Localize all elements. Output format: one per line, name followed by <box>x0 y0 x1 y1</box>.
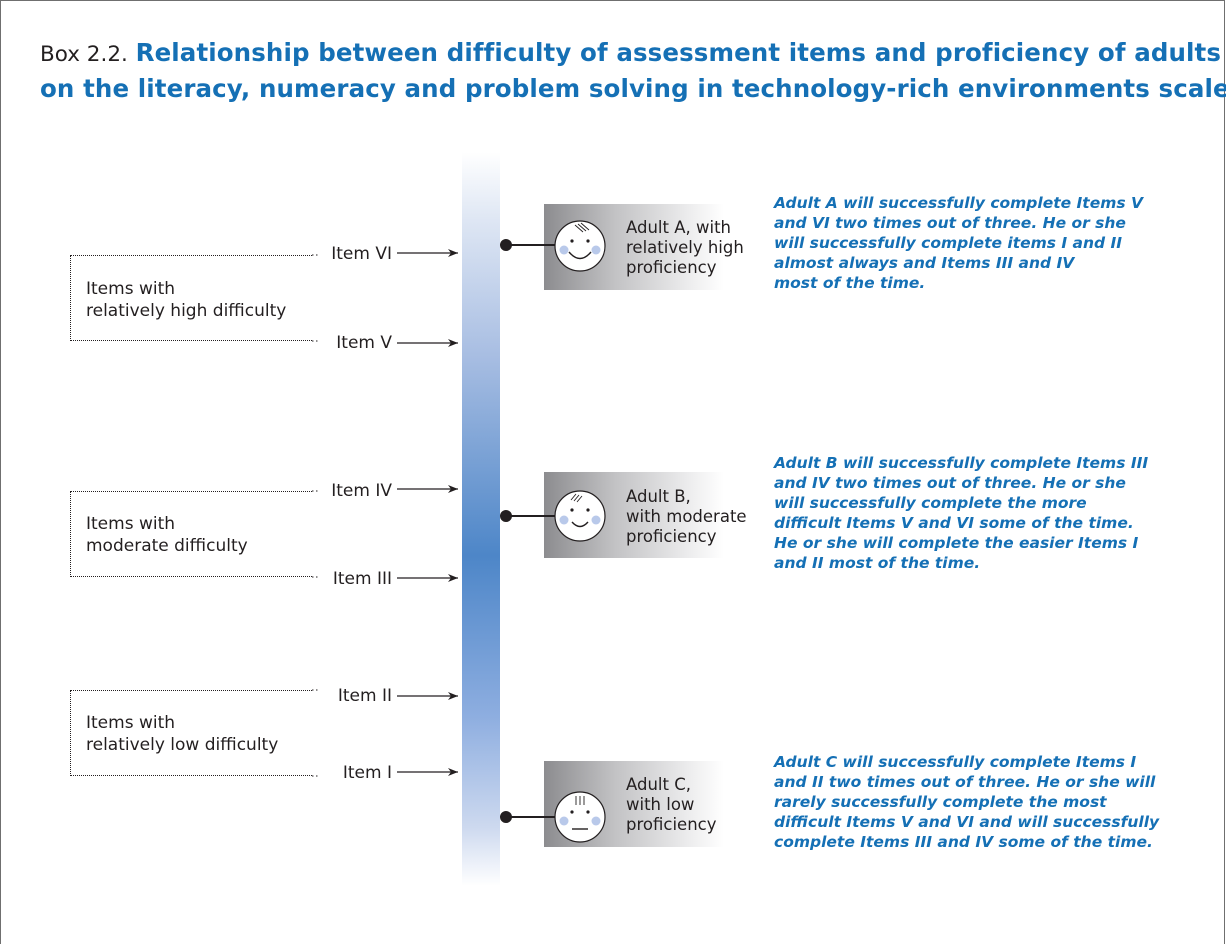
group-low-difficulty-label: Items with relatively low difficulty <box>86 713 279 755</box>
group-moderate-difficulty-bracket <box>70 491 312 577</box>
item-label-v: Item V <box>336 333 392 353</box>
proficiency-difficulty-scale <box>462 152 500 886</box>
group-low-difficulty-bracket <box>70 690 312 776</box>
item-label-vi: Item VI <box>331 244 392 264</box>
adult-a-happy-face-icon <box>554 220 606 272</box>
adult-c-label: Adult C, with low proficiency <box>626 775 717 834</box>
item-label-ii: Item II <box>337 686 392 706</box>
box-title: Box 2.2. Relationship between difficulty… <box>40 36 1226 106</box>
item-label-iii: Item III <box>332 569 392 589</box>
item-label-i: Item I <box>342 763 392 783</box>
adult-a-label: Adult A, with relatively high proficienc… <box>626 218 744 277</box>
title-line-2: on the literacy, numeracy and problem so… <box>40 74 1226 103</box>
group-high-difficulty-bracket <box>70 255 312 341</box>
adult-b-description: Adult B will successfully complete Items… <box>774 454 1149 572</box>
group-moderate-difficulty-label: Items with moderate difficulty <box>86 514 248 556</box>
title-line-1: Relationship between difficulty of asses… <box>135 38 1222 67</box>
adult-c-description: Adult C will successfully complete Items… <box>774 753 1160 851</box>
item-label-iv: Item IV <box>331 481 392 501</box>
adult-b-smile-face-icon <box>554 490 606 542</box>
group-high-difficulty-label: Items with relatively high difficulty <box>86 279 287 321</box>
adult-c-neutral-face-icon <box>554 791 606 843</box>
adult-a-description: Adult A will successfully complete Items… <box>774 194 1144 292</box>
box-number: Box 2.2. <box>40 42 128 67</box>
adult-b-label: Adult B, with moderate proficiency <box>626 487 747 546</box>
